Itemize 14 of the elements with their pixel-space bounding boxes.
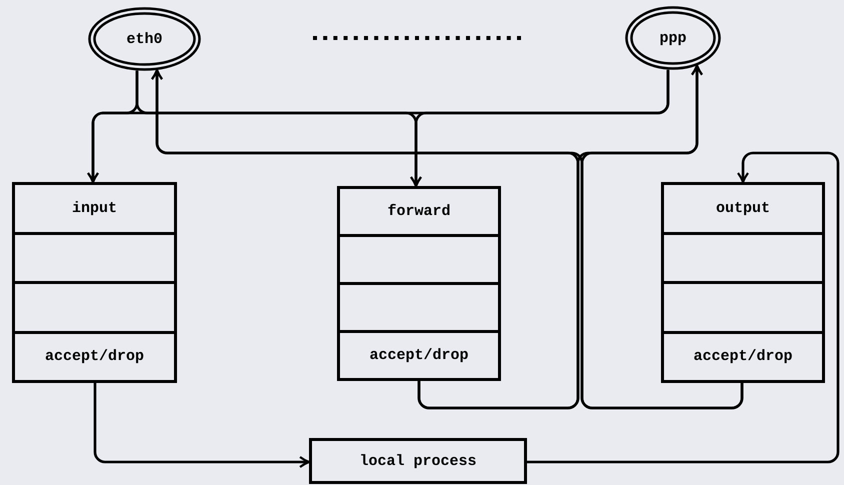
interface-label: eth0 (126, 30, 162, 48)
chain-table (337, 186, 501, 381)
chain-action: accept/drop (44, 348, 144, 366)
chain-table (12, 182, 177, 383)
interface-ellipse (625, 6, 721, 70)
interface-label: ppp (659, 30, 686, 46)
chain-action: accept/drop (693, 348, 793, 366)
chain-table (661, 182, 825, 383)
chain-name: output (716, 200, 770, 217)
chain-name: forward (387, 203, 450, 220)
interface-ellipse (88, 7, 201, 71)
chain-name: input (72, 200, 117, 217)
chain-action: accept/drop (369, 347, 469, 364)
process-box: local process (309, 438, 527, 484)
